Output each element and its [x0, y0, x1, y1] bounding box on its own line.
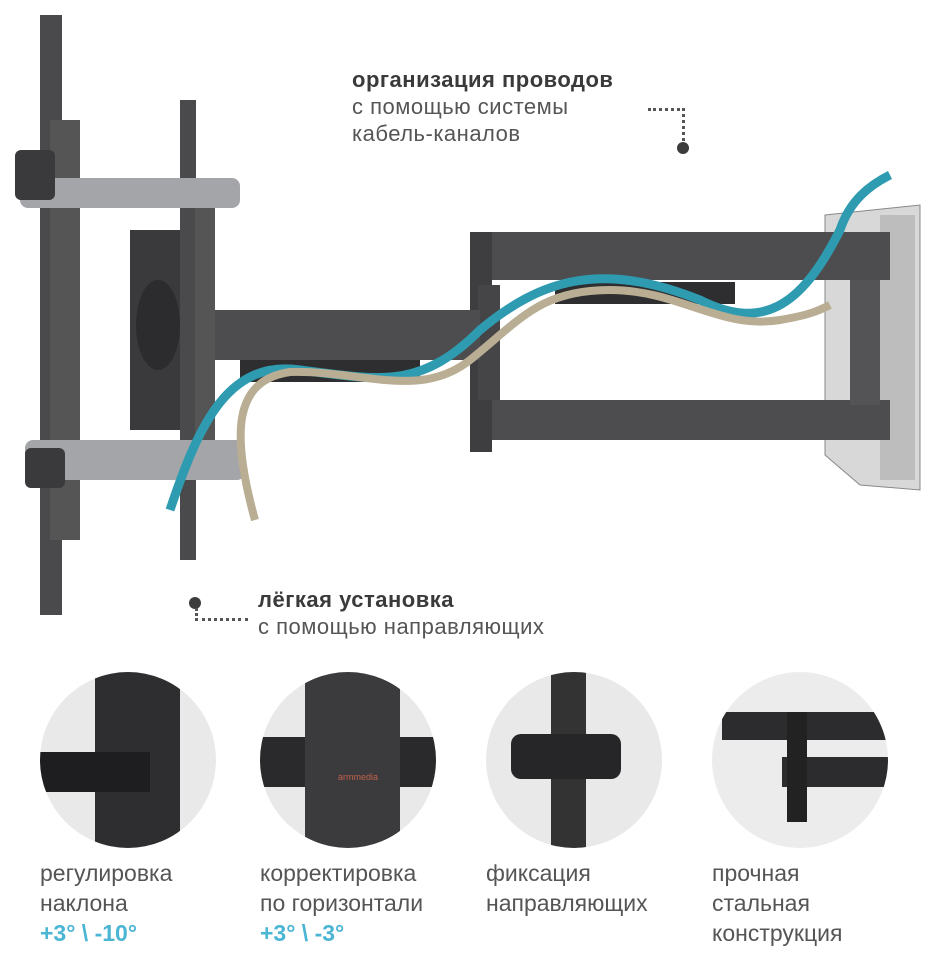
feature-label: стальная [712, 890, 810, 916]
callout-easy-install: лёгкая установка с помощью направляющих [258, 586, 544, 640]
callout-line: с помощью системы [352, 94, 569, 119]
callout-dot [677, 142, 689, 154]
cable-blue [165, 170, 893, 512]
callout-title: организация проводов [352, 67, 614, 92]
callout-connector-line [648, 108, 685, 147]
callout-line: с помощью направляющих [258, 614, 545, 639]
arm-lower-bar [470, 400, 890, 440]
brand-logo: armmedia [338, 772, 379, 782]
feature-photo-tilt [40, 672, 216, 848]
feature-label: корректировка [260, 860, 417, 886]
feature-label: фиксация [486, 860, 591, 886]
callout-dot [189, 597, 201, 609]
feature-label: регулировка [40, 860, 173, 886]
feature-label: по горизонтали [260, 890, 424, 916]
feature-photo-lock [486, 672, 662, 848]
callout-title: лёгкая установка [258, 587, 454, 612]
feature-photo-plate: armmedia [260, 672, 436, 848]
horizontal-range: +3° \ -3° [260, 920, 345, 946]
feature-label: прочная [712, 860, 800, 886]
feature-label: конструкция [712, 920, 843, 946]
feature-tilt: регулировка наклона +3° \ -10° [40, 672, 240, 948]
vertical-rails [40, 15, 215, 615]
short-arm [180, 310, 480, 360]
callout-cable-management: организация проводов с помощью системы к… [352, 66, 613, 147]
feature-horizontal-correction: armmedia корректировка по горизонтали +3… [260, 672, 460, 948]
tv-mount-illustration [15, 15, 921, 615]
cable-beige [236, 285, 832, 522]
feature-label: направляющих [486, 890, 648, 916]
feature-label: наклона [40, 890, 128, 916]
crossbar-top [20, 178, 240, 208]
feature-photo-arm [712, 672, 888, 848]
feature-steel: прочная стальная конструкция [712, 672, 912, 948]
feature-rail-lock: фиксация направляющих [486, 672, 686, 918]
callout-connector-line [195, 608, 248, 621]
tilt-range: +3° \ -10° [40, 920, 138, 946]
callout-line: кабель-каналов [352, 121, 521, 146]
